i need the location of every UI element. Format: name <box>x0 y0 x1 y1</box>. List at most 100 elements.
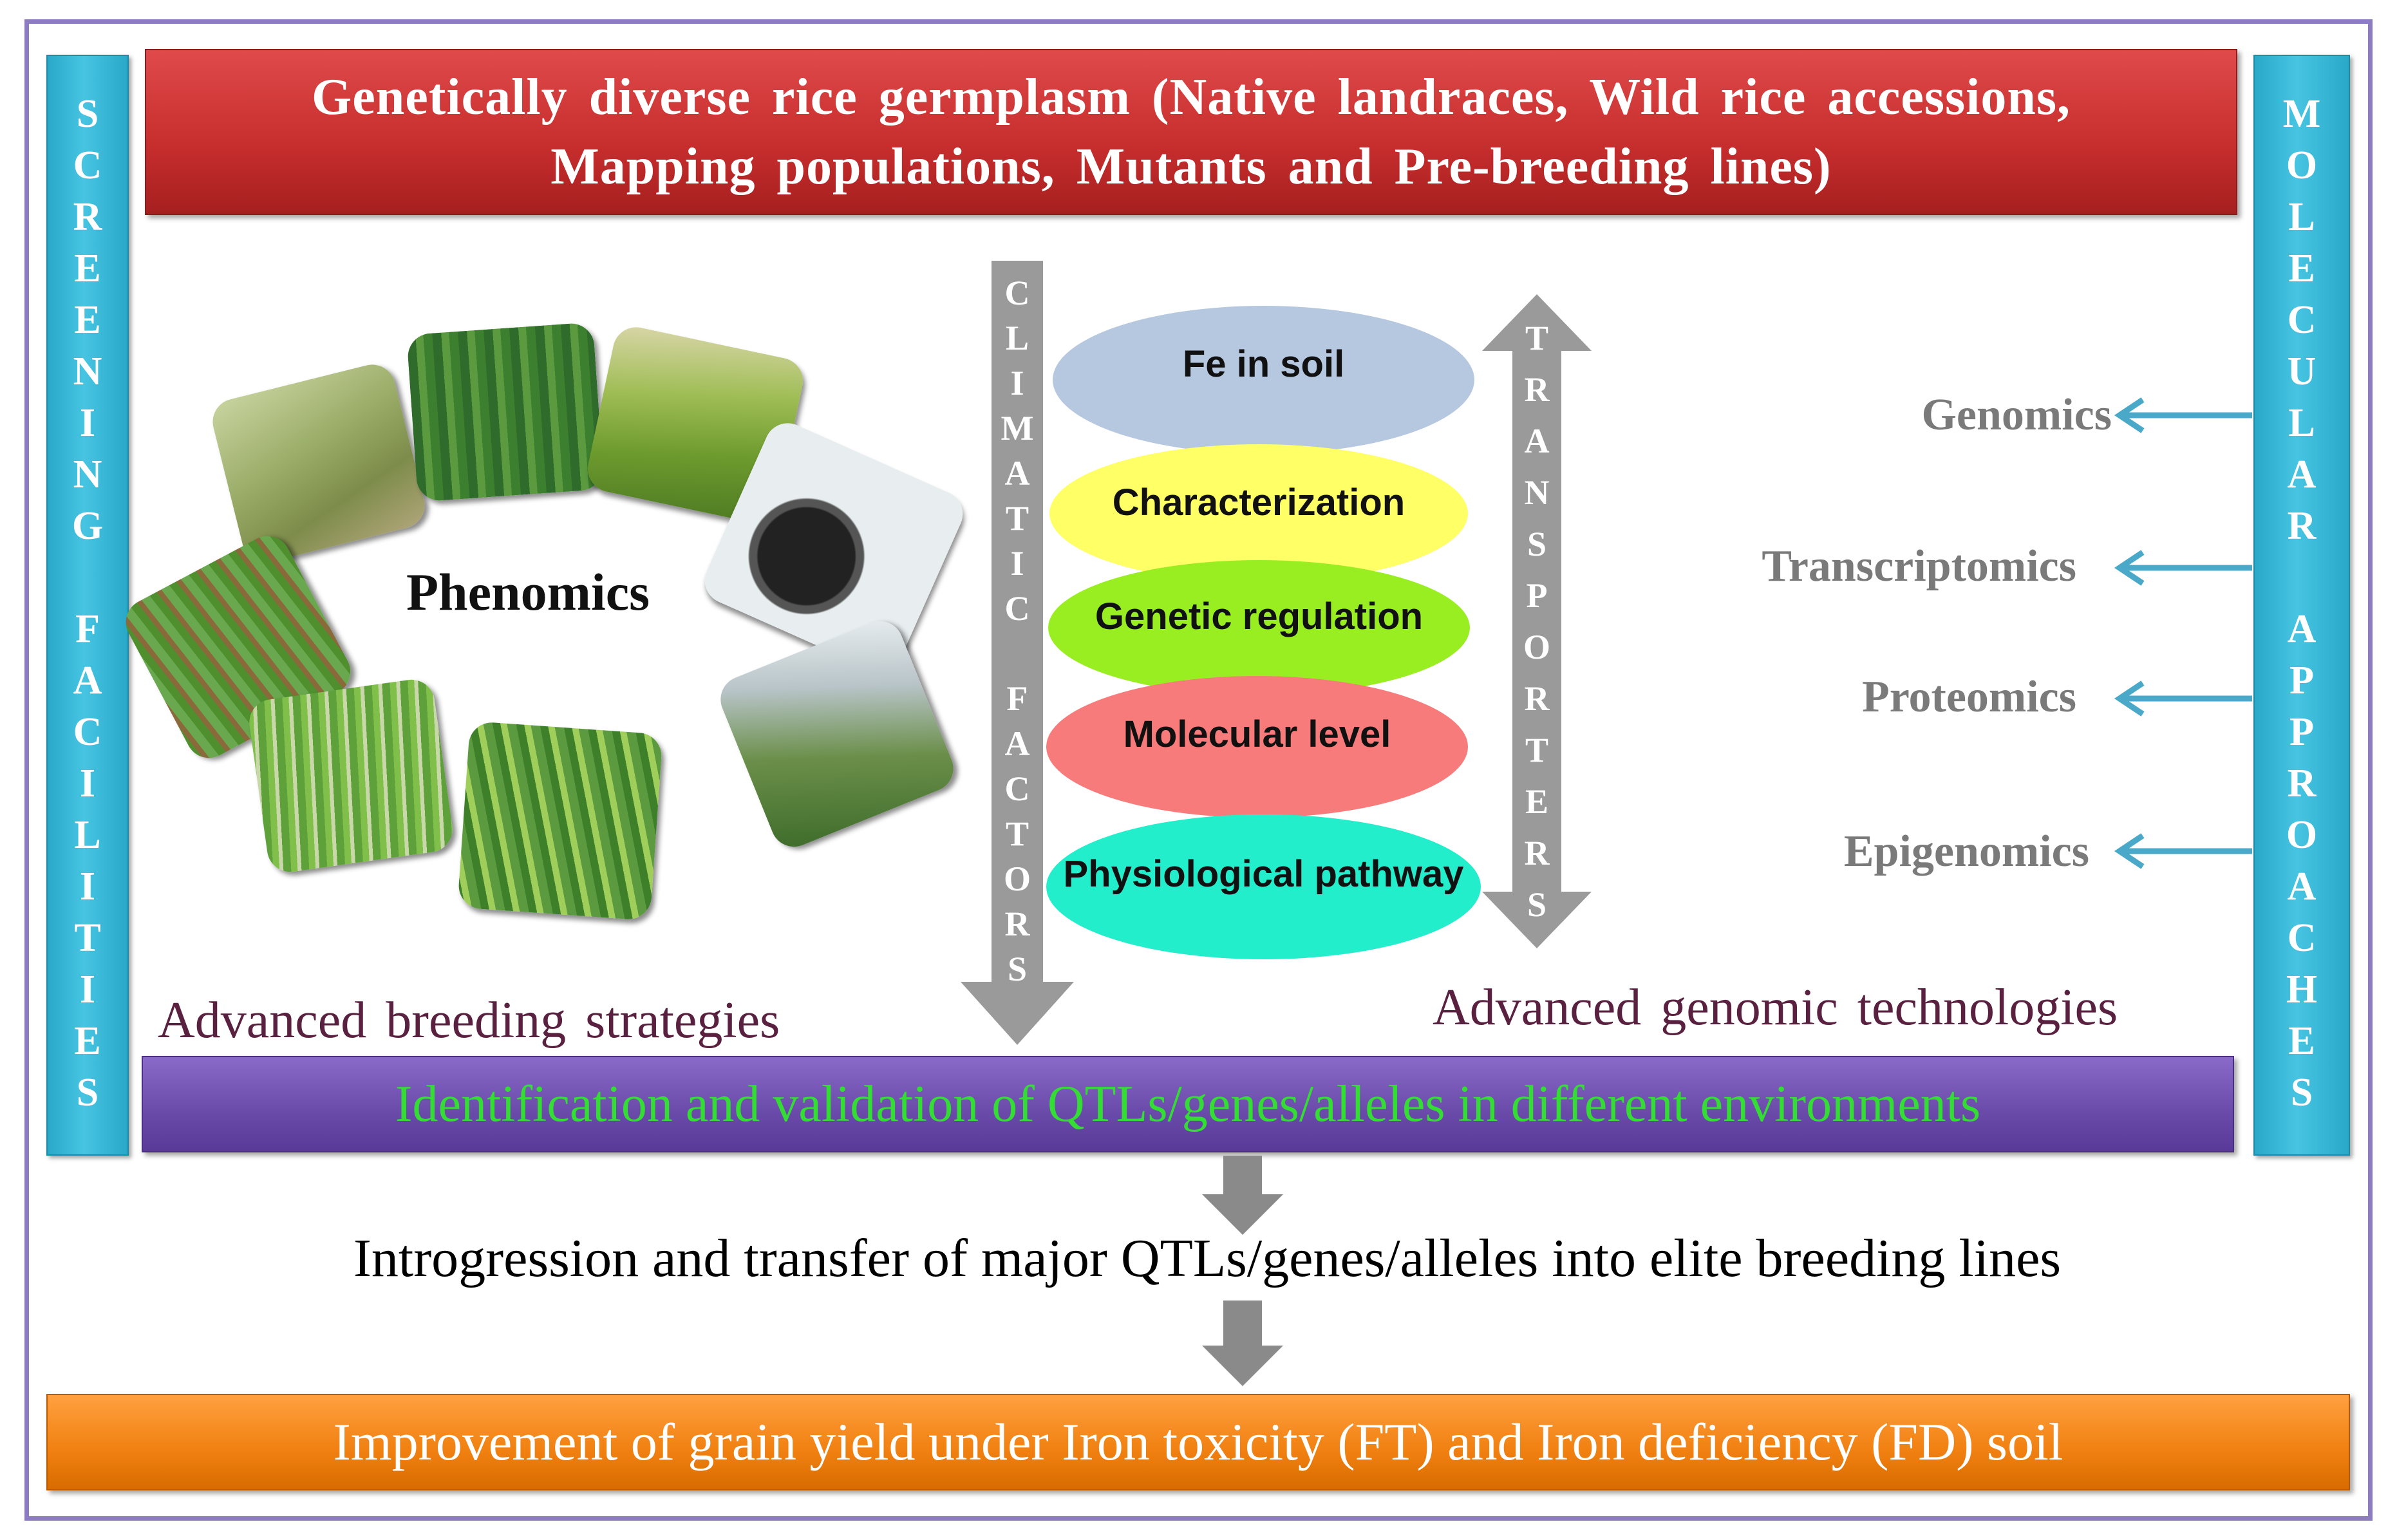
down-arrow-icon <box>1202 1156 1283 1235</box>
letter: C <box>2287 916 2317 960</box>
proteomics-label: Proteomics <box>1861 672 2076 722</box>
letter: I <box>79 865 96 908</box>
letter: M <box>1001 409 1034 447</box>
screening-facilities-text: S C R E E N I N G F A C I L I T I E S <box>48 56 127 1118</box>
letter: C <box>73 710 102 754</box>
field-photo <box>406 322 605 502</box>
molecular-approaches-text: M O L E C U L A R A P P R O A C H E S <box>2255 56 2349 1118</box>
field-photo <box>207 359 430 568</box>
letter: E <box>2288 1019 2315 1063</box>
physiological-pathway-ellipse: Physiological pathway <box>1046 814 1481 959</box>
letter: S <box>76 1071 99 1114</box>
ellipse-label: Genetic regulation <box>1095 596 1424 637</box>
left-arrow-icon <box>2114 397 2252 433</box>
letter: C <box>2287 298 2317 342</box>
letter: L <box>2288 401 2315 445</box>
letter: E <box>74 298 101 342</box>
letter: P <box>2289 659 2314 702</box>
letter: C <box>1004 589 1030 628</box>
letter: R <box>1524 834 1550 872</box>
letter: O <box>2286 813 2318 857</box>
letter: H <box>2286 968 2318 1011</box>
letter: R <box>1524 370 1550 409</box>
germplasm-banner: Genetically diverse rice germplasm (Nati… <box>145 49 2237 215</box>
letter: T <box>1005 499 1029 538</box>
seedling-photo <box>246 677 456 875</box>
screening-facilities-bar: S C R E E N I N G F A C I L I T I E S <box>46 55 129 1156</box>
letter: P <box>2289 710 2314 754</box>
letter: S <box>76 92 99 136</box>
genomics-label: Genomics <box>1921 390 2112 440</box>
letter: L <box>74 813 101 857</box>
letter: A <box>2287 453 2317 496</box>
letter: R <box>1004 905 1030 943</box>
letter: O <box>1523 628 1550 666</box>
phenomics-collage: Phenomics <box>118 303 985 934</box>
letter: E <box>74 247 101 290</box>
identification-banner-text: Identification and validation of QTLs/ge… <box>395 1075 1981 1132</box>
letter: S <box>2290 1071 2313 1114</box>
germplasm-banner-line1: Genetically diverse rice germplasm (Nati… <box>312 69 2071 126</box>
germplasm-banner-line2: Mapping populations, Mutants and Pre-bre… <box>550 138 1832 195</box>
letter: T <box>1525 319 1549 357</box>
letter: I <box>1010 544 1024 583</box>
genetic-regulation-ellipse: Genetic regulation <box>1048 560 1470 695</box>
letter: E <box>2288 247 2315 290</box>
letter: N <box>73 350 102 393</box>
ellipse-label: Physiological pathway <box>1063 853 1464 895</box>
left-arrow-icon <box>2114 550 2252 586</box>
letter: C <box>73 144 102 187</box>
transporters-arrow <box>1482 294 1592 948</box>
improvement-banner: Improvement of grain yield under Iron to… <box>46 1394 2350 1490</box>
phenomics-label: Phenomics <box>406 563 650 621</box>
letter: S <box>1527 885 1547 924</box>
ellipse-label: Fe in soil <box>1182 343 1345 385</box>
introgression-text: Introgression and transfer of major QTLs… <box>353 1228 2062 1288</box>
molecular-level-ellipse: Molecular level <box>1046 676 1468 818</box>
letter: R <box>2287 762 2317 805</box>
letter: S <box>1007 950 1028 988</box>
climatic-factors-text: C L I M A T I C F A C T O R S <box>985 270 1049 991</box>
letter: T <box>74 916 101 960</box>
letter: R <box>2287 504 2317 548</box>
letter: E <box>1525 782 1549 821</box>
letter: E <box>74 1019 101 1063</box>
letter: S <box>1527 525 1547 563</box>
ellipse-label: Characterization <box>1112 481 1405 523</box>
letter: A <box>1524 422 1550 460</box>
letter: A <box>1004 724 1030 763</box>
letter: N <box>1524 473 1550 512</box>
letter: A <box>73 659 102 702</box>
letter: P <box>1526 576 1548 615</box>
characterization-ellipse: Characterization <box>1049 444 1468 583</box>
improvement-banner-text: Improvement of grain yield under Iron to… <box>333 1413 2063 1471</box>
letter: G <box>71 504 104 548</box>
letter: N <box>73 453 102 496</box>
letter: C <box>1004 274 1030 312</box>
climatic-factors-arrow <box>961 261 1074 1045</box>
letter: T <box>1525 731 1549 769</box>
advanced-breeding-label: Advanced breeding strategies <box>158 992 780 1049</box>
epigenomics-label: Epigenomics <box>1843 827 2089 876</box>
letter: I <box>79 968 96 1011</box>
molecular-approaches-bar: M O L E C U L A R A P P R O A C H E S <box>2253 55 2350 1156</box>
letter: A <box>2287 865 2317 908</box>
advanced-genomic-label: Advanced genomic technologies <box>1433 979 2118 1036</box>
letter: O <box>2286 144 2318 187</box>
letter: F <box>75 607 100 651</box>
letter: R <box>73 195 102 239</box>
letter: I <box>1010 364 1024 402</box>
down-arrow-icon <box>1202 1301 1283 1386</box>
letter: C <box>1004 769 1030 808</box>
letter: M <box>2282 92 2321 136</box>
fe-in-soil-ellipse: Fe in soil <box>1053 306 1474 454</box>
identification-banner: Identification and validation of QTLs/ge… <box>142 1056 2234 1152</box>
letter: A <box>2287 607 2317 651</box>
left-arrow-icon <box>2114 833 2252 869</box>
letter: T <box>1005 814 1029 853</box>
letter: I <box>79 401 96 445</box>
letter: A <box>1004 454 1030 493</box>
letter: O <box>1003 859 1031 898</box>
transcriptomics-label: Transcriptomics <box>1762 541 2076 591</box>
letter: L <box>1005 319 1029 357</box>
